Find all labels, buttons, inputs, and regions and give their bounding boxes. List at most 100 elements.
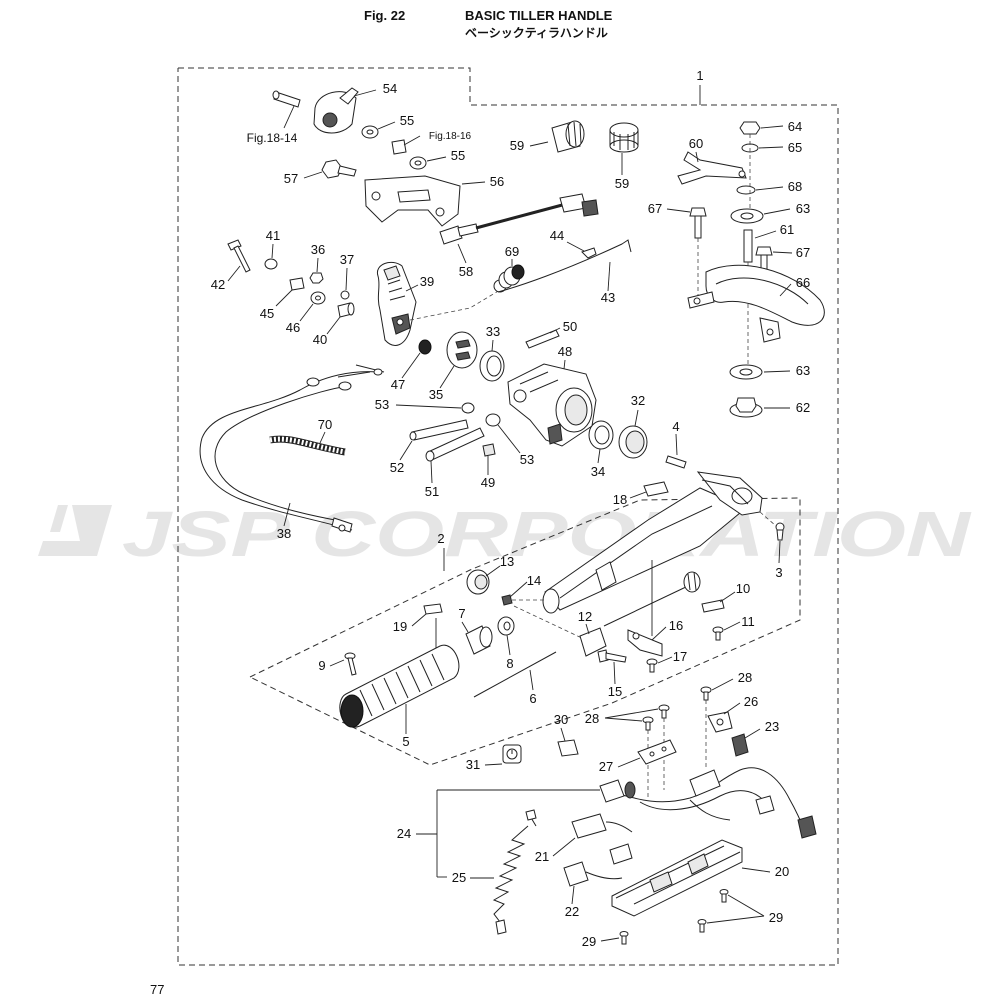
part-41 bbox=[264, 258, 278, 270]
part-55-b-hole bbox=[414, 160, 422, 166]
leader-21 bbox=[552, 837, 576, 857]
part-fig-18-16 bbox=[391, 139, 407, 155]
callout-41: 41 bbox=[266, 228, 280, 243]
figure-title: BASIC TILLER HANDLE bbox=[465, 8, 613, 23]
leader-50 bbox=[549, 327, 561, 334]
part-28-a bbox=[700, 686, 712, 701]
assembly-line-39 bbox=[409, 289, 501, 321]
part-4 bbox=[665, 455, 687, 469]
part-8 bbox=[497, 616, 515, 636]
part-37 bbox=[340, 290, 350, 300]
leader-61 bbox=[754, 230, 777, 239]
callout-56: 56 bbox=[490, 174, 504, 189]
leader-48 bbox=[563, 359, 566, 370]
part-50 bbox=[525, 329, 560, 349]
callout-7: 7 bbox=[458, 606, 465, 621]
callout-64: 64 bbox=[788, 119, 802, 134]
part-25 bbox=[492, 809, 537, 935]
leader-46 bbox=[299, 303, 314, 322]
part-49 bbox=[482, 443, 496, 457]
leader-67-a bbox=[666, 208, 691, 213]
leader-34 bbox=[597, 448, 601, 464]
part-40 bbox=[337, 302, 355, 318]
leader-64 bbox=[760, 125, 784, 129]
callout-48: 48 bbox=[558, 344, 572, 359]
leader-7 bbox=[461, 621, 469, 633]
callout-27: 27 bbox=[599, 759, 613, 774]
part-34 bbox=[588, 420, 614, 450]
leader-10 bbox=[719, 591, 736, 603]
part-36 bbox=[309, 272, 324, 284]
leader-65 bbox=[758, 146, 784, 149]
callout-62: 62 bbox=[796, 400, 810, 415]
callout-29-a: 29 bbox=[769, 910, 783, 925]
callout-5: 5 bbox=[402, 734, 409, 749]
callout-43: 43 bbox=[601, 290, 615, 305]
callout-65: 65 bbox=[788, 140, 802, 155]
callout-14: 14 bbox=[527, 573, 541, 588]
callout-31: 31 bbox=[466, 757, 480, 772]
callout-67-b: 67 bbox=[796, 245, 810, 260]
callouts: 1 54 55 55 57 56 59 59 60 64 65 68 67 63… bbox=[211, 68, 810, 949]
leader-36 bbox=[316, 257, 319, 273]
callout-44: 44 bbox=[550, 228, 564, 243]
part-26 bbox=[707, 711, 733, 733]
callout-23: 23 bbox=[765, 719, 779, 734]
callout-12: 12 bbox=[578, 609, 592, 624]
part-18 bbox=[643, 481, 669, 497]
part-68 bbox=[736, 185, 756, 195]
part-67-a bbox=[689, 207, 707, 239]
leader-11 bbox=[723, 621, 741, 631]
timer-icon bbox=[506, 748, 518, 760]
part-14 bbox=[501, 594, 513, 606]
part-22 bbox=[563, 861, 623, 887]
part-69 bbox=[493, 264, 525, 293]
callout-2: 2 bbox=[437, 531, 444, 546]
part-56 bbox=[364, 175, 461, 227]
leader-44 bbox=[566, 241, 585, 252]
callout-29-b: 29 bbox=[582, 934, 596, 949]
leader-29-b bbox=[600, 937, 620, 942]
leader-22 bbox=[571, 885, 575, 905]
part-44 bbox=[581, 247, 597, 259]
part-60 bbox=[677, 151, 747, 185]
part-inner-rod bbox=[603, 571, 701, 627]
leader-45 bbox=[275, 289, 293, 307]
callout-19: 19 bbox=[393, 619, 407, 634]
leader-29-a2 bbox=[706, 915, 765, 924]
part-23 bbox=[731, 733, 749, 757]
part-29-a bbox=[697, 889, 729, 933]
callout-46: 46 bbox=[286, 320, 300, 335]
assembly-outline-1 bbox=[177, 67, 839, 966]
part-57 bbox=[321, 159, 357, 179]
callout-33: 33 bbox=[486, 324, 500, 339]
leader-70 bbox=[319, 431, 326, 444]
watermark-logo-stripe bbox=[50, 505, 68, 532]
callout-11: 11 bbox=[741, 614, 755, 629]
part-59-b bbox=[609, 122, 639, 153]
leader-30 bbox=[560, 727, 566, 742]
part-45 bbox=[289, 277, 305, 291]
leader-66 bbox=[779, 283, 792, 297]
part-30 bbox=[557, 739, 579, 757]
callout-21: 21 bbox=[535, 849, 549, 864]
callout-66: 66 bbox=[796, 275, 810, 290]
assembly-line-3 bbox=[759, 511, 777, 527]
leader-32 bbox=[634, 409, 639, 427]
callout-24: 24 bbox=[397, 826, 411, 841]
callout-26: 26 bbox=[744, 694, 758, 709]
part-51 bbox=[425, 427, 485, 462]
callout-34: 34 bbox=[591, 464, 605, 479]
part-9 bbox=[344, 652, 357, 676]
leader-14 bbox=[509, 581, 528, 598]
part-54 bbox=[272, 87, 359, 134]
watermark-text: JSP CORPORATION bbox=[122, 498, 972, 570]
part-7 bbox=[465, 625, 493, 655]
leader-51 bbox=[430, 460, 433, 484]
part-43 bbox=[497, 239, 632, 293]
part-11 bbox=[712, 626, 724, 641]
leader-29-a1 bbox=[727, 894, 765, 917]
part-16 bbox=[627, 629, 663, 657]
leader-68 bbox=[755, 186, 784, 191]
callout-63-b: 63 bbox=[796, 363, 810, 378]
